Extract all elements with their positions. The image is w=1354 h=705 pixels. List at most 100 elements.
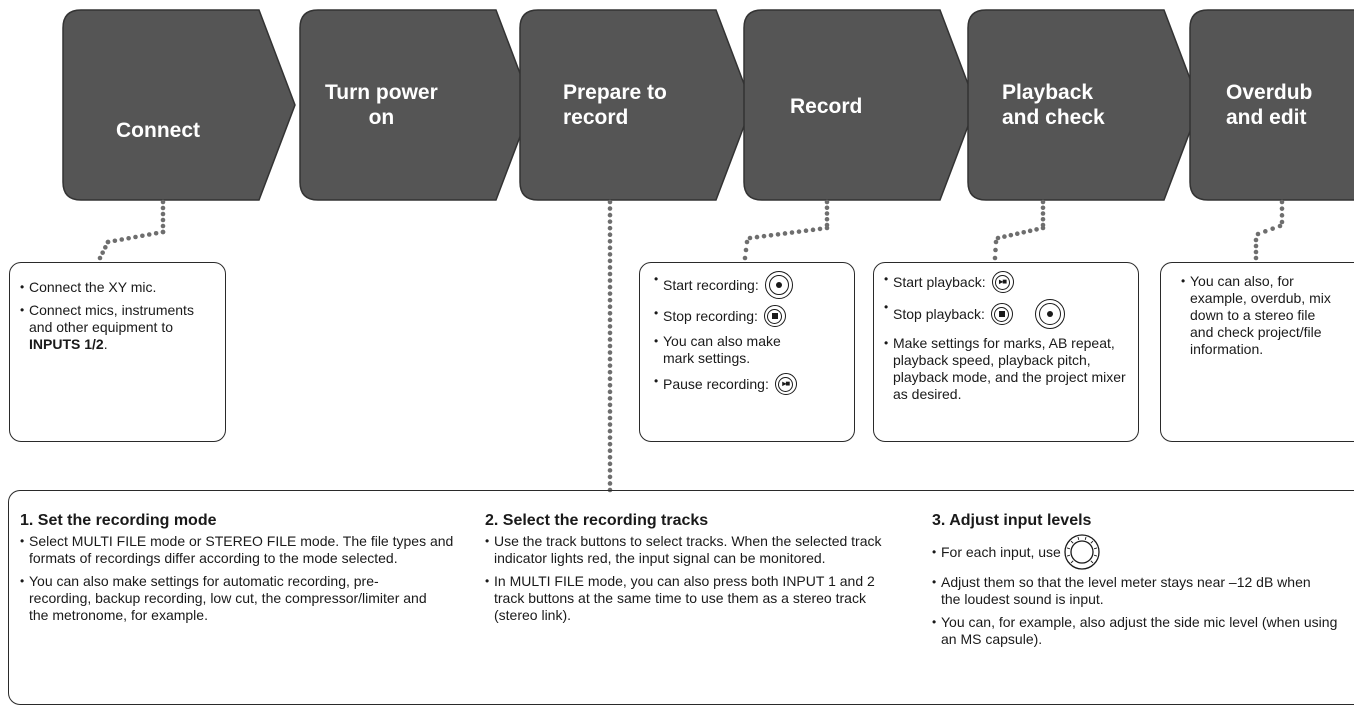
connector-dot bbox=[803, 228, 809, 234]
connector-dot bbox=[126, 235, 131, 241]
playback-stop-item: Stop playback: bbox=[884, 299, 1130, 329]
connector-dot bbox=[607, 422, 613, 427]
connector-dot bbox=[1040, 211, 1046, 216]
step-playback-label: Playback and check bbox=[1002, 81, 1105, 129]
connector-dot bbox=[160, 205, 166, 211]
connector-dot bbox=[817, 226, 823, 232]
connector-dot bbox=[607, 317, 613, 323]
section-input-levels: 3. Adjust input levels For each input, u… bbox=[932, 512, 1352, 654]
connector-dot bbox=[607, 225, 613, 231]
connector-dot bbox=[1040, 199, 1046, 205]
connector-dot bbox=[607, 297, 613, 303]
record-mark-item: You can also make mark settings. bbox=[654, 333, 813, 367]
connector-dot bbox=[160, 199, 166, 205]
connector-dot bbox=[607, 291, 613, 296]
connector-dot bbox=[782, 231, 788, 236]
connector-dot bbox=[789, 230, 795, 235]
connector-dot bbox=[607, 448, 613, 454]
connector-dot bbox=[607, 206, 613, 211]
connector-dot bbox=[607, 199, 613, 205]
connector-dot bbox=[607, 382, 613, 388]
connector-dot bbox=[1021, 229, 1027, 235]
connector-dot bbox=[1263, 229, 1268, 234]
connector-dot bbox=[105, 239, 111, 245]
playback-stop-label: Stop playback: bbox=[893, 305, 985, 322]
connector-dot bbox=[607, 252, 613, 257]
step-record-arrow bbox=[743, 9, 977, 201]
connector-dot bbox=[1040, 216, 1046, 222]
connector-dot bbox=[160, 217, 166, 223]
connector-dot bbox=[119, 237, 125, 242]
connector-dot bbox=[824, 205, 830, 211]
section-recording-mode: 1. Set the recording mode Select MULTI F… bbox=[20, 512, 460, 630]
connector-dot bbox=[1014, 231, 1020, 237]
overdub-item: You can also, for example, overdub, mix … bbox=[1181, 273, 1340, 358]
step-prepare-label: Prepare to record bbox=[563, 81, 667, 129]
connector-dot bbox=[993, 239, 999, 245]
stop-button-icon bbox=[990, 303, 1013, 325]
connector-dot bbox=[607, 278, 613, 283]
connector-dot bbox=[607, 258, 613, 264]
connector-dot bbox=[1279, 199, 1285, 205]
playback-settings-item: Make settings for marks, AB repeat, play… bbox=[884, 335, 1130, 403]
play-pause-button-icon: ▸■ bbox=[774, 373, 797, 395]
knob-tick bbox=[1093, 547, 1097, 550]
record-start-label: Start recording: bbox=[663, 276, 759, 293]
connector-dot bbox=[995, 235, 1001, 241]
record-info-box: Start recording: Stop recording: You can… bbox=[639, 262, 855, 442]
connect-item-inputs-text: Connect mics, instruments and other equi… bbox=[29, 302, 194, 335]
step-record-label: Record bbox=[790, 95, 863, 118]
knob-tick bbox=[1066, 554, 1070, 557]
connector-dot bbox=[607, 454, 613, 460]
connector-dot bbox=[607, 415, 613, 421]
step-power-arrow bbox=[299, 9, 533, 201]
step-playback-arrow bbox=[967, 9, 1201, 201]
connector-dot bbox=[607, 396, 613, 401]
play-pause-button-icon: ▸■ bbox=[991, 271, 1014, 293]
step-overdub-arrow bbox=[1189, 9, 1354, 201]
section-recording-mode-bullet: You can also make settings for automatic… bbox=[20, 573, 429, 624]
connector-dot bbox=[993, 247, 998, 253]
connector-dot bbox=[607, 435, 613, 440]
connector-dot bbox=[1002, 234, 1007, 239]
connector-dot bbox=[1253, 255, 1259, 261]
record-start-item: Start recording: bbox=[654, 271, 846, 299]
section-input-levels-bullet: Adjust them so that the level meter stay… bbox=[932, 574, 1331, 608]
connector-dot bbox=[607, 343, 613, 349]
connector-dot bbox=[992, 255, 998, 261]
section-input-levels-bullet: For each input, use bbox=[932, 534, 1352, 570]
connector-dot bbox=[133, 234, 138, 240]
connector-dot bbox=[1027, 228, 1033, 234]
stop-button-icon bbox=[763, 305, 786, 327]
knob-tick bbox=[1070, 540, 1074, 544]
gain-knob-icon bbox=[1064, 534, 1100, 570]
connector-dot bbox=[607, 212, 613, 218]
connector-dot bbox=[1279, 213, 1285, 218]
section-input-levels-title: 3. Adjust input levels bbox=[932, 512, 1092, 529]
section-recording-tracks-title: 2. Select the recording tracks bbox=[485, 512, 709, 529]
connector-dot bbox=[742, 255, 748, 261]
connector-dot bbox=[607, 461, 613, 467]
input-levels-use-text: For each input, use bbox=[941, 543, 1061, 560]
knob-tick bbox=[1077, 536, 1080, 541]
record-button-icon bbox=[764, 271, 793, 299]
connector-dot bbox=[747, 235, 753, 241]
step-prepare-arrow bbox=[519, 9, 753, 201]
connector-dot bbox=[607, 441, 613, 447]
connector-dot bbox=[1008, 232, 1014, 238]
step-connect-arrow bbox=[62, 9, 296, 201]
connector-dot bbox=[607, 428, 613, 434]
step-power-label: Turn power on bbox=[325, 81, 438, 129]
connector-dot bbox=[607, 265, 613, 270]
connector-dot bbox=[160, 223, 166, 229]
connector-dot bbox=[1040, 205, 1046, 211]
connector-dot bbox=[607, 232, 613, 238]
connector-dot bbox=[607, 337, 613, 342]
connector-dot bbox=[810, 227, 816, 233]
connector-dot bbox=[607, 409, 613, 414]
connector-dot bbox=[100, 250, 105, 255]
connector-dot bbox=[1253, 243, 1259, 249]
section-recording-tracks-bullet: Use the track buttons to select tracks. … bbox=[485, 533, 894, 567]
playback-info-box: Start playback: ▸■ Stop playback: Make s… bbox=[873, 262, 1139, 442]
step-connect-label: Connect bbox=[116, 119, 200, 142]
